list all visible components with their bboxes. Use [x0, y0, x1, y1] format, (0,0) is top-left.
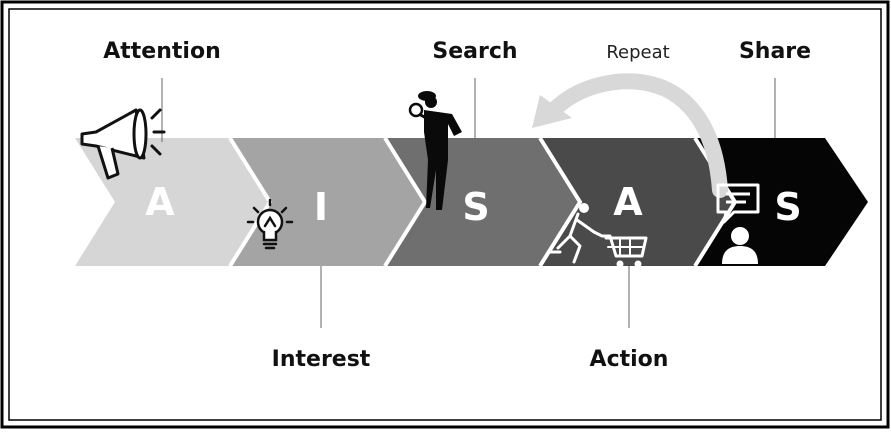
megaphone-icon: [80, 108, 166, 180]
inner-border: [8, 8, 882, 421]
stage-letter-share: S: [774, 185, 801, 229]
stage-label-share: Share: [739, 39, 811, 64]
detective-icon: [408, 91, 462, 210]
stage-letter-attention: A: [145, 180, 175, 224]
stage-letter-action: A: [613, 180, 643, 224]
stage-letter-search: S: [462, 185, 489, 229]
stage-label-interest: Interest: [272, 347, 371, 372]
stage-letter-interest: I: [314, 185, 328, 229]
stage-label-action: Action: [590, 347, 669, 372]
chevron-interest: [230, 138, 425, 266]
chevron-attention: [75, 138, 270, 266]
repeat-label: Repeat: [606, 42, 669, 63]
shopping-cart-icon: [546, 203, 648, 268]
stage-label-attention: Attention: [103, 39, 220, 64]
separator: [538, 136, 583, 268]
lightbulb-icon: [246, 198, 294, 250]
stage-label-search: Search: [432, 39, 517, 64]
chat-user-icon: [716, 183, 760, 264]
chevron-action: [540, 138, 735, 266]
repeat-arrow-icon: [532, 73, 728, 198]
separator: [383, 136, 428, 268]
